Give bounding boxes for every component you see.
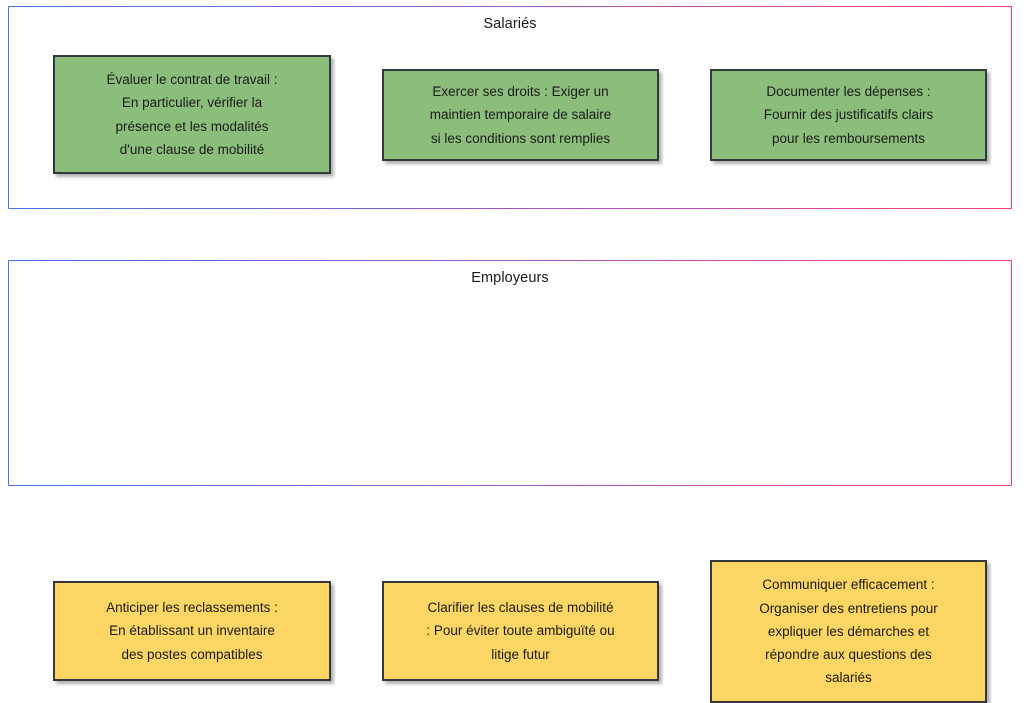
card-anticiper-les-reclassements[interactable]: Anticiper les reclassements : En établis… [53, 581, 331, 681]
group-panel-employeurs: Employeurs Anticiper les reclassements :… [8, 260, 1012, 703]
group-title-employeurs: Employeurs [471, 270, 549, 286]
card-clarifier-les-clauses-de-mobilite[interactable]: Clarifier les clauses de mobilité : Pour… [382, 581, 659, 681]
card-communiquer-efficacement[interactable]: Communiquer efficacement : Organiser des… [710, 560, 987, 703]
card-text: Anticiper les reclassements : En établis… [106, 600, 278, 662]
group-title-salaries: Salariés [483, 16, 537, 32]
card-text: Évaluer le contrat de travail : En parti… [106, 72, 278, 157]
card-evaluer-le-contrat-de-travail[interactable]: Évaluer le contrat de travail : En parti… [53, 55, 331, 174]
diagram-canvas: Salariés Évaluer le contrat de travail :… [8, 6, 1012, 703]
card-text: Documenter les dépenses : Fournir des ju… [763, 84, 934, 146]
card-exercer-ses-droits[interactable]: Exercer ses droits : Exiger un maintien … [382, 69, 659, 161]
card-text: Exercer ses droits : Exiger un maintien … [429, 84, 612, 146]
card-documenter-les-depenses[interactable]: Documenter les dépenses : Fournir des ju… [710, 69, 987, 161]
card-text: Clarifier les clauses de mobilité : Pour… [426, 600, 615, 662]
card-text: Communiquer efficacement : Organiser des… [759, 577, 938, 686]
group-panel-salaries: Salariés Évaluer le contrat de travail :… [8, 6, 1012, 209]
